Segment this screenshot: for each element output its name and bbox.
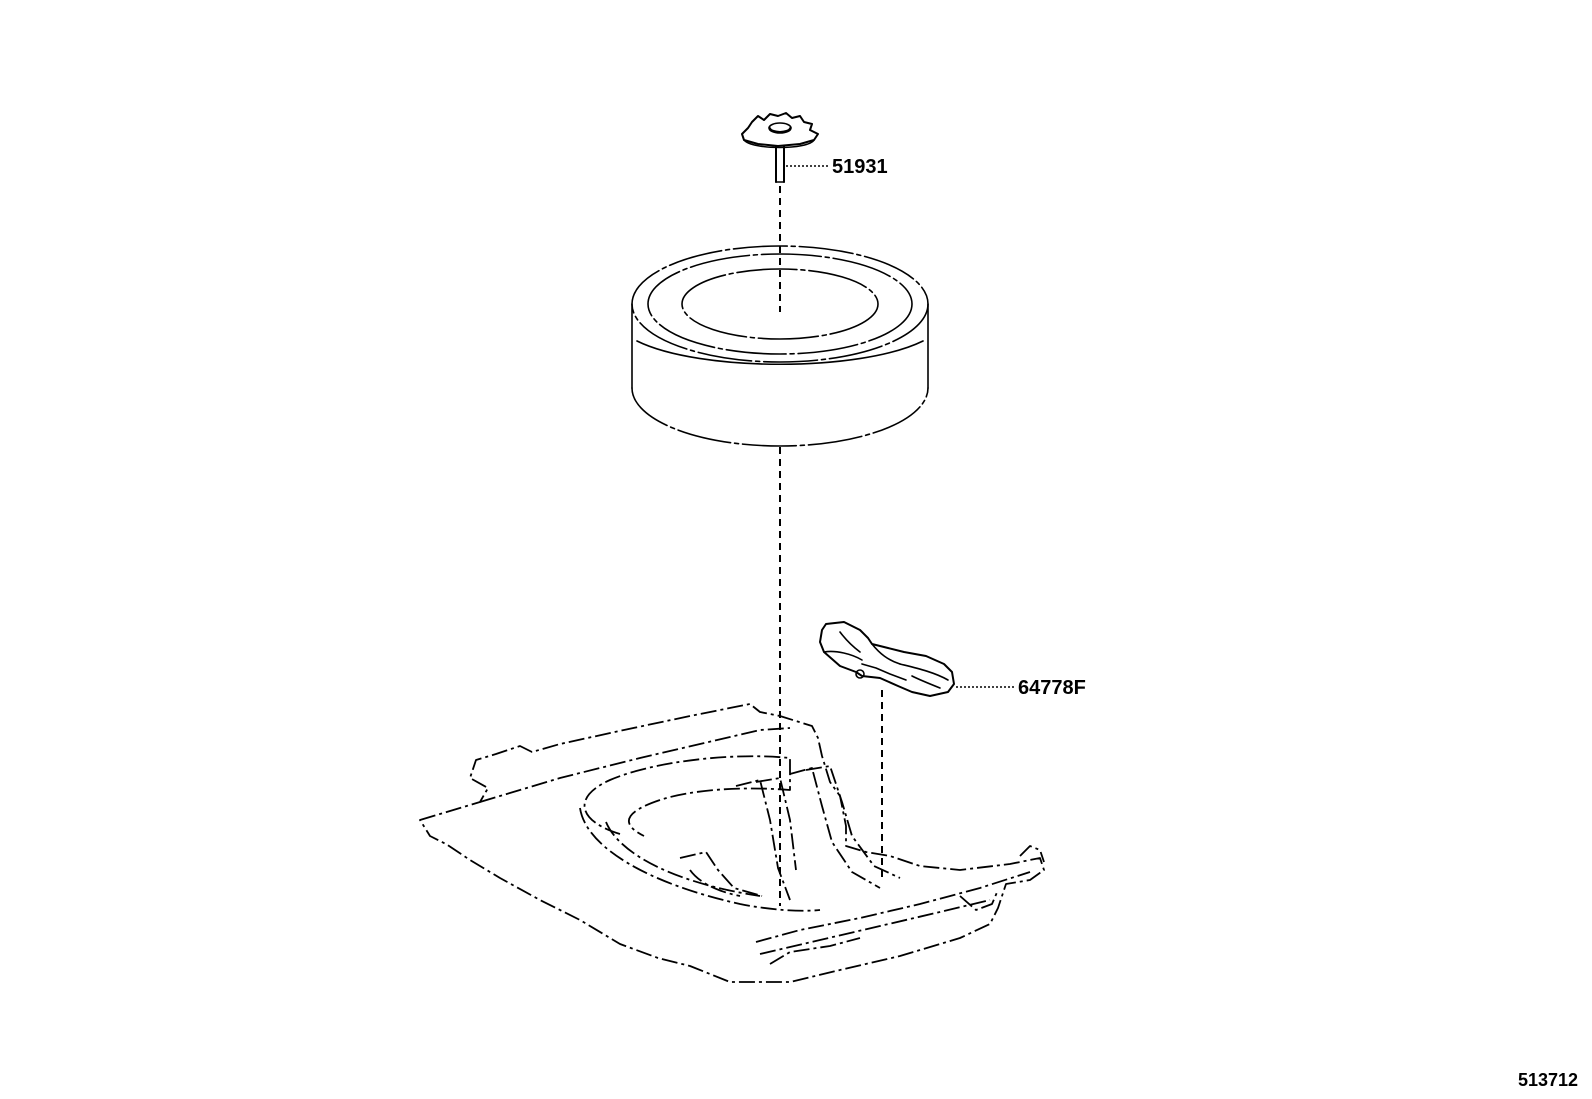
- floor-outer-outline: [419, 703, 1045, 983]
- tire-inner-rim: [681, 268, 879, 340]
- hold-down-clamp[interactable]: [741, 112, 819, 183]
- jack-bracket[interactable]: [819, 621, 955, 697]
- floor-cross-member: [755, 871, 1031, 943]
- tire-well-inner: [579, 807, 821, 912]
- floor-side-member-right: [789, 767, 881, 889]
- part-number-51931[interactable]: 51931: [832, 156, 888, 178]
- tire-bead: [647, 253, 913, 355]
- rear-floor-pan: [419, 703, 1045, 983]
- floor-side-member-left: [735, 779, 791, 901]
- diagram-reference-number: 513712: [1518, 1070, 1578, 1090]
- spare-tire[interactable]: [631, 245, 929, 447]
- part-number-64778f[interactable]: 64778F: [1018, 677, 1086, 699]
- tire-well-outer: [583, 755, 791, 837]
